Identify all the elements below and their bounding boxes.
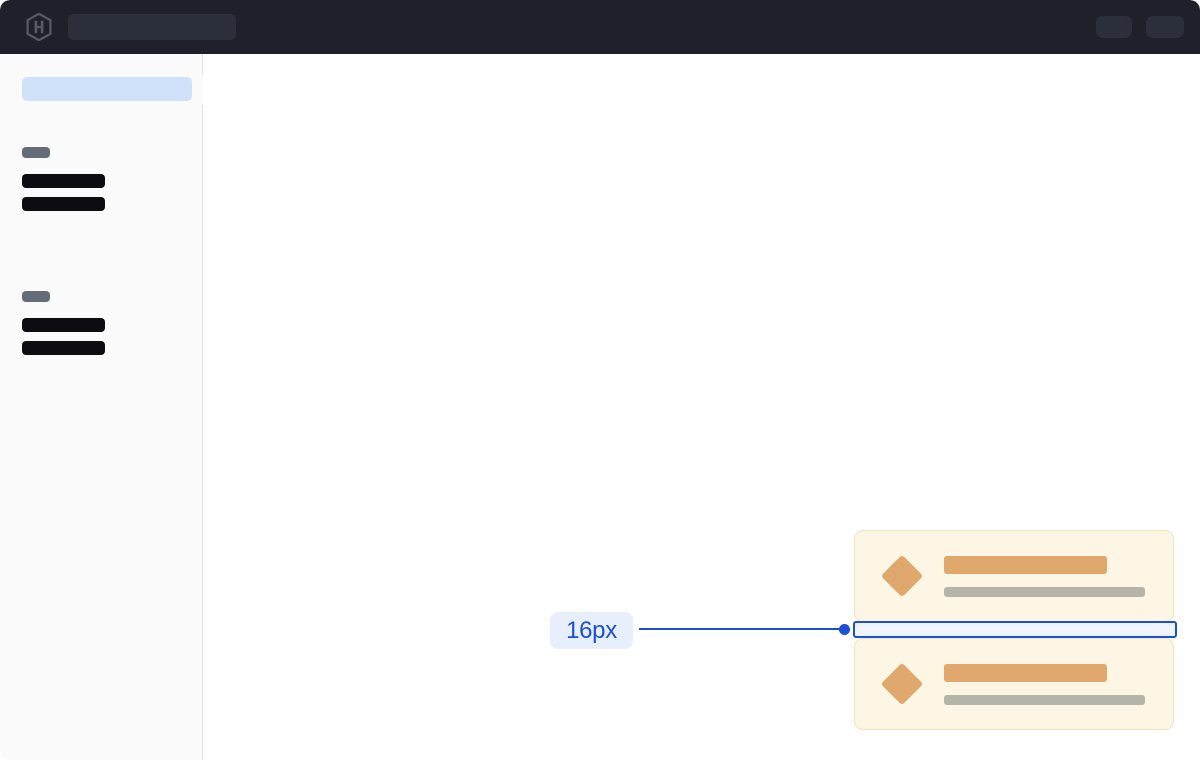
list-item-text: [944, 555, 1145, 597]
list-item[interactable]: [854, 638, 1174, 730]
sidebar-item-1-0[interactable]: [22, 318, 105, 332]
sidebar-item-0-0[interactable]: [22, 174, 105, 188]
sidebar-item-active[interactable]: [22, 77, 192, 101]
diamond-icon: [880, 662, 924, 706]
body-area: 16px: [0, 54, 1200, 760]
sidebar-group-0: [22, 147, 105, 220]
canvas: 16px: [203, 54, 1200, 760]
sidebar-item-1-1[interactable]: [22, 341, 105, 355]
top-bar: [0, 0, 1200, 54]
card-stack: [854, 530, 1174, 730]
measurement-leader-line: [639, 628, 842, 630]
list-item-subtitle: [944, 694, 1145, 705]
sidebar-item-0-1[interactable]: [22, 197, 105, 211]
list-item-title: [944, 555, 1107, 574]
gap-measurement-highlight: [853, 621, 1177, 638]
list-item-text: [944, 663, 1145, 705]
sidebar-group-1: [22, 291, 105, 364]
list-item-title: [944, 663, 1107, 682]
topbar-chip-1[interactable]: [1096, 16, 1132, 38]
global-search-input[interactable]: [68, 14, 236, 40]
topbar-chip-2[interactable]: [1146, 16, 1184, 38]
sidebar: [0, 54, 203, 760]
hashicorp-hexagon-logo-icon[interactable]: [26, 13, 52, 41]
measurement-endpoint-dot-icon: [839, 624, 850, 635]
measurement-value-badge: 16px: [550, 612, 633, 649]
list-item-subtitle: [944, 586, 1145, 597]
sidebar-group-1-label: [22, 291, 50, 302]
diamond-icon: [880, 554, 924, 598]
list-item[interactable]: [854, 530, 1174, 622]
sidebar-group-0-label: [22, 147, 50, 158]
